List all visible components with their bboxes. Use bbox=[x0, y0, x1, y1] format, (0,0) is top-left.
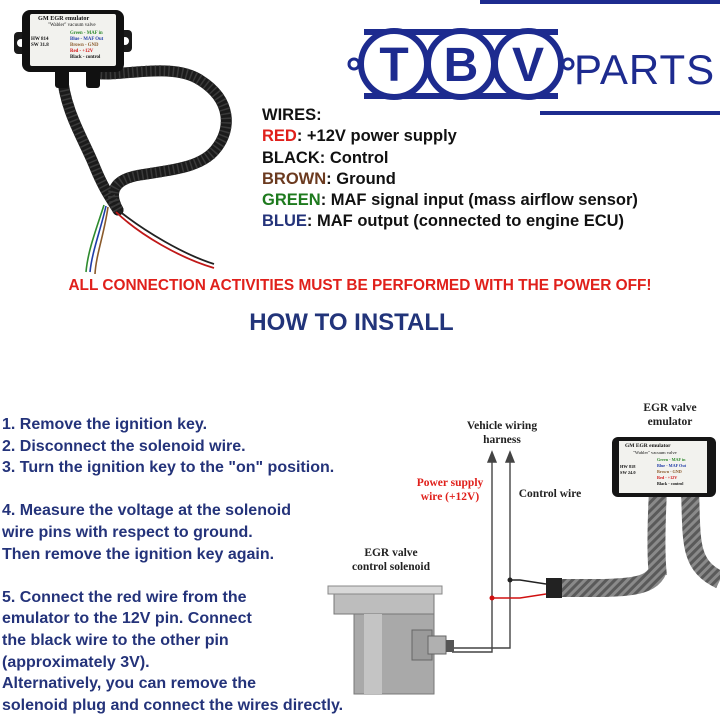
harness-label: Vehicle wiring harness bbox=[452, 419, 552, 447]
wire-desc: : +12V power supply bbox=[296, 127, 457, 146]
wire-key: RED bbox=[262, 127, 297, 146]
step-line: 4. Measure the voltage at the solenoid bbox=[2, 502, 291, 520]
emulator-wire-label: Black - control bbox=[70, 55, 101, 60]
emulator-wire-label: Blue - MAF Out bbox=[70, 37, 104, 42]
tbv-logo: T B V bbox=[347, 28, 575, 100]
step-line: emulator to the 12V pin. Connect bbox=[2, 610, 252, 628]
emulator-title: GM EGR emulator bbox=[38, 15, 90, 22]
logo-word: PARTS bbox=[574, 46, 716, 93]
step-line: wire pins with respect to ground. bbox=[2, 523, 253, 541]
wire-legend-item: GREEN: MAF signal input (mass airflow se… bbox=[262, 190, 638, 211]
emulator-wire-label: Red - +12V bbox=[70, 49, 94, 54]
wire-key: BROWN bbox=[262, 169, 327, 188]
wiring-diagram bbox=[327, 450, 720, 695]
emulator-subtitle: "Wabler" vacuum valve bbox=[48, 23, 96, 28]
step-line: 5. Connect the red wire from the bbox=[2, 588, 247, 606]
step-line: Alternatively, you can remove the bbox=[2, 675, 257, 693]
diagram-emulator-subtitle: "Wabler" vacuum valve bbox=[633, 450, 677, 455]
wire-desc: : Control bbox=[319, 148, 389, 167]
logo-letter: B bbox=[444, 39, 479, 92]
diagram-emulator-wire: Green - MAF in bbox=[657, 457, 686, 462]
wire-key: BLUE bbox=[262, 212, 307, 231]
wire-legend-item: BROWN: Ground bbox=[262, 169, 638, 190]
wire-desc: : MAF signal input (mass airflow sensor) bbox=[320, 191, 638, 210]
diagram-emulator-title: GM EGR emulator bbox=[625, 443, 671, 449]
logo-stripe-bottom bbox=[540, 111, 720, 115]
power-wire-label: Power supply wire (+12V) bbox=[404, 476, 496, 504]
solenoid-label: EGR valve control solenoid bbox=[336, 546, 446, 574]
install-steps: 1. Remove the ignition key. 2. Disconnec… bbox=[2, 414, 343, 716]
wire-legend-item: BLACK: Control bbox=[262, 148, 638, 169]
diagram-emulator-sw: SW 24.0 bbox=[620, 470, 636, 475]
logo-letter: T bbox=[379, 39, 408, 92]
step-line: Then remove the ignition key again. bbox=[2, 545, 275, 563]
diagram-emulator-wire: Black - control bbox=[657, 481, 684, 486]
power-wire-label-text: Power supply wire (+12V) bbox=[416, 477, 484, 503]
emulator-wire-label: Green - MAF in bbox=[70, 31, 103, 36]
control-wire-label: Control wire bbox=[510, 487, 590, 501]
diagram-emulator-wire: Blue - MAF Out bbox=[657, 463, 687, 468]
step-line: 2. Disconnect the solenoid wire. bbox=[2, 437, 246, 455]
harness-label-text: Vehicle wiring harness bbox=[466, 420, 538, 446]
logo-stripe-top bbox=[480, 0, 720, 4]
power-off-warning: ALL CONNECTION ACTIVITIES MUST BE PERFOR… bbox=[68, 277, 652, 294]
logo-letter: V bbox=[512, 39, 544, 92]
diagram-emulator-wire: Brown - GND bbox=[657, 469, 682, 474]
wire-key: GREEN bbox=[262, 191, 321, 210]
diagram-emulator-wire: Red - +12V bbox=[657, 475, 678, 480]
diagram-emulator-hw: HW 818 bbox=[620, 464, 636, 469]
wire-desc: : Ground bbox=[326, 169, 396, 188]
step-line: (approximately 3V). bbox=[2, 653, 150, 671]
wire-key: BLACK bbox=[262, 148, 320, 167]
emulator-diagram-label-text: EGR valve emulator bbox=[643, 402, 697, 428]
wire-legend-item: RED: +12V power supply bbox=[262, 126, 638, 147]
emulator-diagram-label: EGR valve emulator bbox=[630, 401, 710, 429]
step-line: the black wire to the other pin bbox=[2, 631, 229, 649]
wires-legend: WIRES: RED: +12V power supply BLACK: Con… bbox=[262, 105, 638, 233]
wires-heading: WIRES: bbox=[262, 106, 322, 124]
wire-legend-item: BLUE: MAF output (connected to engine EC… bbox=[262, 211, 638, 232]
step-line: solenoid plug and connect the wires dire… bbox=[2, 696, 344, 714]
emulator-hw: HW 814 bbox=[31, 37, 49, 42]
diagram-emulator-label: GM EGR emulator "Wabler" vacuum valve HW… bbox=[619, 441, 707, 493]
emulator-sw: SW 31.8 bbox=[31, 43, 49, 48]
how-to-install-heading: HOW TO INSTALL bbox=[249, 309, 454, 336]
control-wire-label-text: Control wire bbox=[518, 488, 582, 500]
emulator-wire-label: Brown - GND bbox=[70, 43, 99, 48]
solenoid-label-text: EGR valve control solenoid bbox=[351, 547, 431, 573]
step-line: 1. Remove the ignition key. bbox=[2, 416, 208, 433]
step-line: 3. Turn the ignition key to the "on" pos… bbox=[2, 459, 335, 477]
wire-desc: : MAF output (connected to engine ECU) bbox=[306, 212, 625, 231]
emulator-label: GM EGR emulator "Wabler" vacuum valve HW… bbox=[30, 14, 116, 66]
